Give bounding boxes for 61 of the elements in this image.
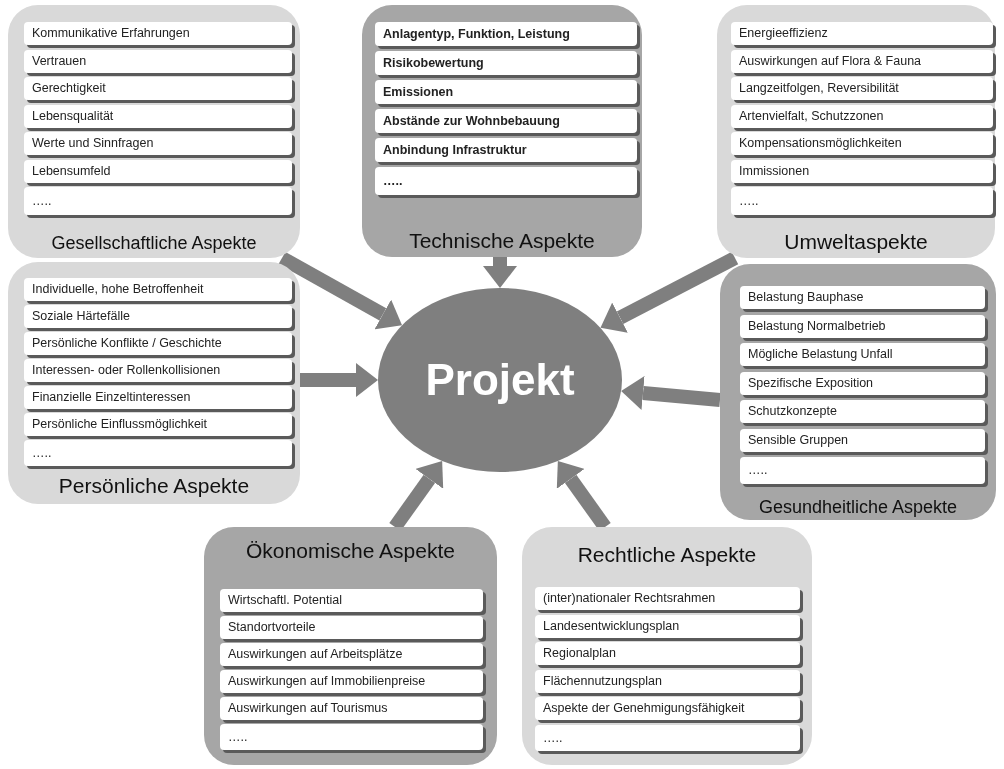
list-item: Energieeffizienz	[731, 22, 993, 45]
list-item: Individuelle, hohe Betroffenheit	[24, 278, 292, 301]
list-item: …..	[375, 167, 637, 195]
aspect-panel	[522, 527, 812, 765]
list-item: Risikobewertung	[375, 51, 637, 75]
list-item: Auswirkungen auf Arbeitsplätze	[220, 643, 483, 666]
list-item: Persönliche Einflussmöglichkeit	[24, 413, 292, 436]
list-item: Langzeitfolgen, Reversibilität	[731, 77, 993, 100]
list-item: Kompensationsmöglichkeiten	[731, 132, 993, 155]
list-item: Soziale Härtefälle	[24, 305, 292, 328]
aspect-panel	[8, 5, 300, 258]
list-item: Persönliche Konflikte / Geschichte	[24, 332, 292, 355]
list-item: (inter)nationaler Rechtsrahmen	[535, 587, 800, 610]
list-item: Anlagentyp, Funktion, Leistung	[375, 22, 637, 46]
list-item: Belastung Normalbetrieb	[740, 314, 985, 338]
list-item: …..	[731, 187, 993, 215]
list-item: Spezifische Exposition	[740, 371, 985, 395]
list-item: Auswirkungen auf Flora & Fauna	[731, 49, 993, 73]
list-item: Flächennutzungsplan	[535, 669, 800, 693]
list-item: Werte und Sinnfragen	[24, 132, 292, 155]
list-item: Landesentwicklungsplan	[535, 614, 800, 638]
list-item: Finanzielle Einzeltinteressen	[24, 386, 292, 409]
panel-heading: Umweltaspekte	[783, 230, 929, 254]
list-item: …..	[24, 440, 292, 466]
list-item: Schutzkonzepte	[740, 400, 985, 423]
list-item: Aspekte der Genehmigungsfähigkeit	[535, 697, 800, 720]
list-item: Immissionen	[731, 159, 993, 183]
list-item: Wirtschaftl. Potential	[220, 589, 483, 612]
aspect-panel	[362, 5, 642, 257]
list-item: Auswirkungen auf Immobilienpreise	[220, 670, 483, 693]
list-item: Gerechtigkeit	[24, 77, 292, 100]
panel-heading: Gesellschaftliche Aspekte	[50, 233, 258, 254]
list-item: …..	[535, 724, 800, 751]
list-item: Abstände zur Wohnbebauung	[375, 109, 637, 133]
list-item: Sensible Gruppen	[740, 428, 985, 452]
panel-heading: Technische Aspekte	[408, 229, 596, 253]
aspect-panel	[204, 527, 497, 765]
aspect-panel	[720, 264, 996, 520]
list-item: Interessen- oder Rollenkollisionen	[24, 359, 292, 382]
list-item: Vertrauen	[24, 49, 292, 73]
list-item: Auswirkungen auf Tourismus	[220, 697, 483, 720]
list-item: Lebensumfeld	[24, 159, 292, 183]
list-item: Artenvielfalt, Schutzzonen	[731, 104, 993, 128]
list-item: Standortvorteile	[220, 616, 483, 639]
ellipse-label: Projekt	[425, 355, 575, 405]
list-item: …..	[24, 187, 292, 215]
list-item: Emissionen	[375, 80, 637, 104]
panel-heading: Persönliche Aspekte	[57, 474, 251, 498]
list-item: Anbindung Infrastruktur	[375, 138, 637, 162]
list-item: …..	[740, 457, 985, 484]
aspect-panel	[717, 5, 995, 258]
panel-heading: Rechtliche Aspekte	[576, 543, 758, 567]
list-item: Mögliche Belastung Unfall	[740, 343, 985, 366]
list-item: …..	[220, 724, 483, 750]
list-item: Lebensqualität	[24, 104, 292, 128]
list-item: Regionalplan	[535, 642, 800, 665]
aspect-panel	[8, 262, 300, 504]
list-item: Kommunikative Erfahrungen	[24, 22, 292, 45]
list-item: Belastung Bauphase	[740, 286, 985, 309]
panel-heading: Gesundheitliche Aspekte	[757, 497, 959, 518]
panel-heading: Ökonomische Aspekte	[245, 539, 456, 563]
